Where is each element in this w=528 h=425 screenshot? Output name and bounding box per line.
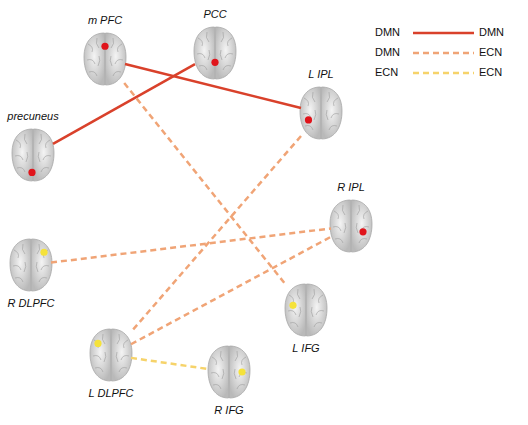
brain-image <box>204 343 254 401</box>
region-label: m PFC <box>88 14 122 26</box>
brain-image <box>326 197 376 255</box>
region-label: R IPL <box>337 181 365 193</box>
region-label: precuneus <box>7 110 58 122</box>
brain-region-node: R IPL <box>326 197 376 255</box>
brain-region-node: L IPL <box>296 84 346 142</box>
legend-line <box>413 32 474 35</box>
legend-text: ECN <box>479 66 502 78</box>
legend-text: ECN <box>479 46 502 58</box>
connectivity-line <box>53 64 195 144</box>
legend-line <box>413 52 474 55</box>
connectivity-line <box>124 83 287 286</box>
brain-image <box>296 84 346 142</box>
legend-text: DMN <box>375 46 400 58</box>
brain-region-node: R DLPFC <box>6 236 56 294</box>
connectivity-line <box>131 358 209 369</box>
connectivity-line <box>131 237 331 345</box>
connectivity-line <box>51 228 331 262</box>
legend-text: DMN <box>375 26 400 38</box>
brain-image <box>6 236 56 294</box>
brain-region-node: R IFG <box>204 343 254 401</box>
brain-region-node: L IFG <box>281 281 331 339</box>
region-label: L IFG <box>292 342 319 354</box>
region-label: L IPL <box>308 68 334 80</box>
connectivity-line <box>131 136 301 332</box>
brain-image <box>86 326 136 384</box>
brain-region-node: PCC <box>190 24 240 82</box>
brain-region-node: m PFC <box>80 30 130 88</box>
legend-text: ECN <box>375 66 398 78</box>
brain-region-node: precuneus <box>8 126 58 184</box>
connectivity-line <box>125 64 301 108</box>
legend-text: DMN <box>479 26 504 38</box>
legend-line <box>413 72 474 75</box>
brain-image <box>8 126 58 184</box>
brain-image <box>190 24 240 82</box>
region-label: R IFG <box>214 404 243 416</box>
region-label: PCC <box>203 8 226 20</box>
region-label: L DLPFC <box>88 387 133 399</box>
region-label: R DLPFC <box>7 297 54 309</box>
brain-image <box>281 281 331 339</box>
brain-region-node: L DLPFC <box>86 326 136 384</box>
brain-image <box>80 30 130 88</box>
